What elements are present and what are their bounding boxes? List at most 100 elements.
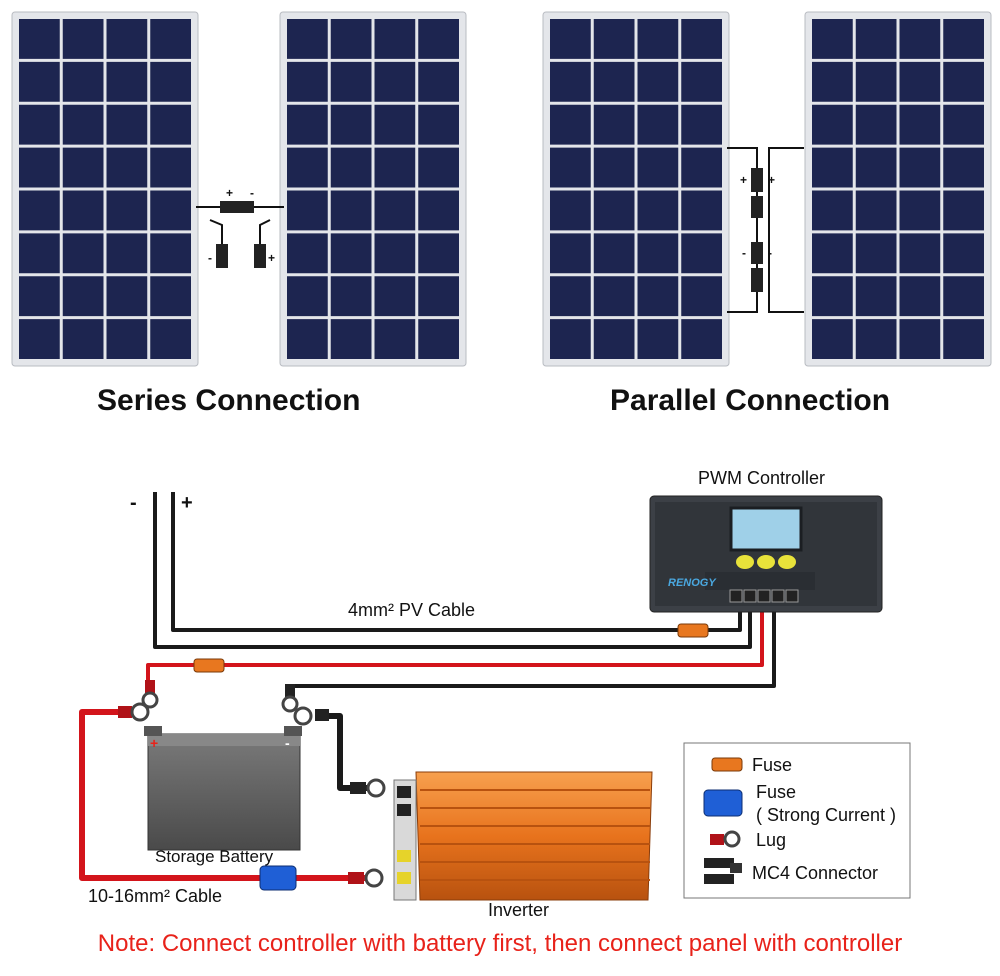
- solar-cell: [593, 319, 635, 359]
- solar-cell: [681, 104, 722, 145]
- solar-cell: [106, 147, 148, 188]
- solar-cell: [812, 147, 853, 188]
- wiring-note: Note: Connect controller with battery fi…: [97, 930, 903, 957]
- solar-cell: [330, 319, 372, 359]
- solar-cell: [943, 190, 984, 231]
- solar-cell: [855, 190, 897, 231]
- solar-cell: [681, 276, 722, 317]
- solar-cell: [899, 276, 941, 317]
- legend-strong-fuse-swatch: [703, 789, 743, 817]
- parallel-connection-title: Parallel Connection: [610, 384, 891, 417]
- series-plus-top: +: [226, 186, 233, 200]
- solar-cell: [593, 19, 635, 59]
- parallel-minus-right: -: [768, 246, 772, 260]
- solar-cell: [855, 276, 897, 317]
- solar-cell: [855, 147, 897, 188]
- solar-cell: [812, 233, 853, 274]
- solar-cell: [550, 233, 591, 274]
- storage-battery: [144, 726, 302, 851]
- pv-minus-label: -: [130, 492, 137, 514]
- solar-cell: [593, 104, 635, 145]
- legend-mc4-label: MC4 Connector: [752, 863, 879, 883]
- solar-cell: [287, 104, 328, 145]
- legend-strong-fuse-label: Fuse: [756, 782, 797, 802]
- parallel-plus-right: +: [768, 173, 775, 187]
- solar-cell: [330, 190, 372, 231]
- solar-cell: [418, 319, 459, 359]
- solar-cell: [681, 190, 722, 231]
- solar-cell: [593, 147, 635, 188]
- solar-cell: [19, 19, 60, 59]
- solar-cell: [418, 147, 459, 188]
- solar-cell: [637, 190, 679, 231]
- solar-cell: [899, 147, 941, 188]
- solar-cell: [287, 190, 328, 231]
- solar-cell: [150, 233, 191, 274]
- storage-battery-label: Storage Battery: [155, 847, 274, 866]
- controller-brand: RENOGY: [668, 577, 717, 589]
- legend-box: [683, 742, 911, 899]
- parallel-connector: [727, 147, 804, 313]
- pv-fuse: [677, 623, 709, 638]
- solar-cell: [106, 319, 148, 359]
- solar-cell: [812, 190, 853, 231]
- solar-cell: [287, 233, 328, 274]
- solar-cell: [593, 61, 635, 102]
- strong-current-fuse: [259, 865, 297, 891]
- inverter-label: Inverter: [488, 900, 550, 920]
- battery-minus: -: [285, 735, 290, 751]
- solar-cell: [330, 147, 372, 188]
- solar-cell: [418, 276, 459, 317]
- solar-cell: [62, 190, 104, 231]
- solar-cell: [330, 104, 372, 145]
- solar-cell: [374, 276, 416, 317]
- solar-cell: [62, 19, 104, 59]
- solar-cell: [550, 190, 591, 231]
- solar-panel-series-left: [11, 11, 199, 367]
- solar-cell: [418, 61, 459, 102]
- solar-cell: [681, 147, 722, 188]
- series-connector: [196, 201, 284, 268]
- solar-cell: [330, 61, 372, 102]
- solar-cell: [330, 276, 372, 317]
- solar-cell: [681, 19, 722, 59]
- solar-cell: [150, 19, 191, 59]
- solar-cell: [855, 19, 897, 59]
- solar-cell: [637, 19, 679, 59]
- solar-cell: [418, 190, 459, 231]
- solar-cell: [593, 233, 635, 274]
- solar-cell: [19, 104, 60, 145]
- solar-cell: [943, 104, 984, 145]
- solar-cell: [150, 319, 191, 359]
- solar-cell: [550, 147, 591, 188]
- pv-cable: [153, 492, 752, 649]
- legend-strong-fuse-sublabel: ( Strong Current ): [756, 805, 897, 825]
- pwm-controller-title: PWM Controller: [698, 468, 826, 488]
- solar-cell: [681, 61, 722, 102]
- solar-cell: [374, 147, 416, 188]
- solar-cell: [943, 147, 984, 188]
- solar-cell: [330, 233, 372, 274]
- solar-cell: [374, 233, 416, 274]
- legend-mc4-swatch: [704, 858, 742, 884]
- solar-cell: [812, 276, 853, 317]
- series-connection-title: Series Connection: [97, 384, 361, 417]
- legend-fuse-label: Fuse: [752, 755, 793, 775]
- solar-cell: [106, 190, 148, 231]
- solar-cell: [637, 61, 679, 102]
- solar-cell: [287, 19, 328, 59]
- solar-cell: [812, 104, 853, 145]
- solar-cell: [855, 233, 897, 274]
- battery-fuse: [193, 658, 225, 673]
- solar-cell: [19, 233, 60, 274]
- solar-cell: [418, 19, 459, 59]
- solar-cell: [62, 61, 104, 102]
- solar-cell: [899, 19, 941, 59]
- solar-cell: [374, 190, 416, 231]
- legend-lug-swatch: [710, 834, 724, 845]
- solar-cell: [899, 104, 941, 145]
- solar-cell: [150, 190, 191, 231]
- solar-cell: [19, 61, 60, 102]
